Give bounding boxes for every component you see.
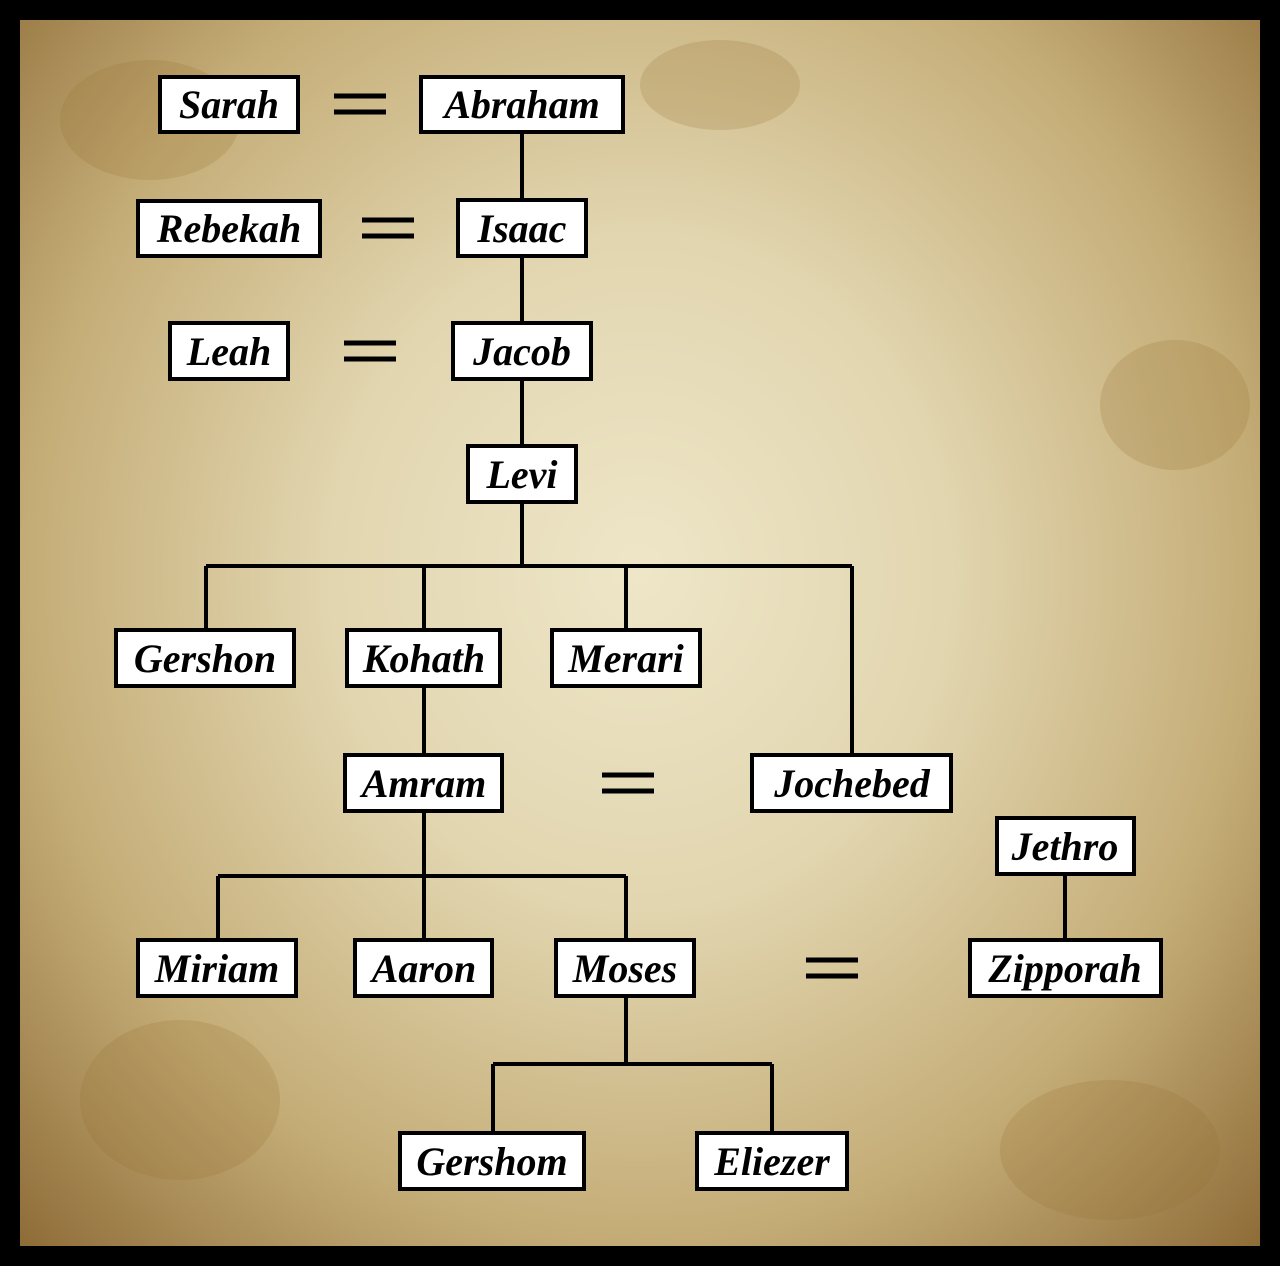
person-eliezer-name: Eliezer: [713, 1139, 830, 1184]
person-jethro-name: Jethro: [1011, 824, 1119, 869]
person-isaac-name: Isaac: [477, 206, 567, 251]
marriage-sign-leah-jacob: [344, 340, 396, 362]
person-gershon-name: Gershon: [134, 636, 276, 681]
person-merari-name: Merari: [567, 636, 684, 681]
person-jochebed-name: Jochebed: [773, 761, 931, 806]
person-gershom-name: Gershom: [416, 1139, 567, 1184]
person-rebekah-name: Rebekah: [156, 206, 301, 251]
person-leah-name: Leah: [186, 329, 271, 374]
person-abraham: Abraham: [419, 75, 625, 134]
person-moses: Moses: [554, 938, 696, 998]
person-sarah: Sarah: [158, 75, 300, 134]
person-jacob-name: Jacob: [472, 329, 571, 374]
person-rebekah: Rebekah: [136, 199, 322, 258]
person-abraham-name: Abraham: [441, 82, 600, 127]
marriage-sign-sarah-abraham: [334, 93, 386, 115]
person-gershon: Gershon: [114, 628, 296, 688]
descent-edges: [204, 132, 1067, 1133]
marriage-sign-rebekah-isaac: [362, 217, 414, 239]
person-kohath-name: Kohath: [362, 636, 485, 681]
edge-amram-children: [216, 811, 628, 940]
stain: [1100, 340, 1250, 470]
person-amram-name: Amram: [359, 761, 486, 806]
person-moses-name: Moses: [572, 946, 677, 991]
person-sarah-name: Sarah: [179, 82, 279, 127]
person-leah: Leah: [168, 321, 290, 381]
person-zipporah-name: Zipporah: [987, 946, 1141, 991]
person-levi-name: Levi: [485, 452, 557, 497]
person-eliezer: Eliezer: [695, 1131, 849, 1191]
person-amram: Amram: [343, 753, 504, 813]
marriage-sign-amram-jochebed: [602, 772, 654, 794]
person-merari: Merari: [550, 628, 702, 688]
person-levi: Levi: [466, 444, 578, 504]
edge-moses-children: [491, 996, 774, 1133]
stain: [80, 1020, 280, 1180]
person-miriam-name: Miriam: [154, 946, 279, 991]
person-kohath: Kohath: [345, 628, 502, 688]
stain: [1000, 1080, 1220, 1220]
person-jochebed: Jochebed: [750, 753, 953, 813]
person-jacob: Jacob: [451, 321, 593, 381]
marriage-sign-moses-zipporah: [806, 957, 858, 979]
person-gershom: Gershom: [398, 1131, 586, 1191]
edge-levi-children: [204, 502, 854, 755]
person-jethro: Jethro: [995, 816, 1136, 876]
person-miriam: Miriam: [136, 938, 298, 998]
person-zipporah: Zipporah: [968, 938, 1163, 998]
person-isaac: Isaac: [456, 198, 588, 258]
stain: [640, 40, 800, 130]
marriage-signs: [334, 93, 858, 979]
person-aaron: Aaron: [353, 938, 494, 998]
person-aaron-name: Aaron: [369, 946, 477, 991]
